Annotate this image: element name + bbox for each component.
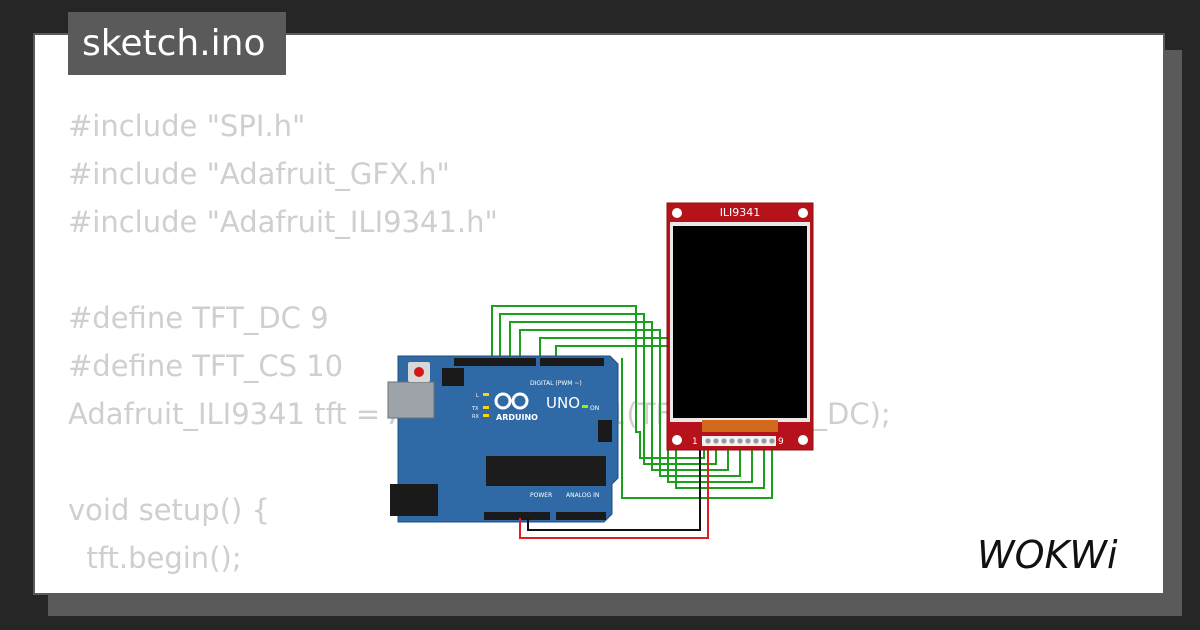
mount-hole bbox=[672, 208, 682, 218]
usb-port bbox=[387, 381, 435, 419]
pin-first-label: 1 bbox=[692, 437, 698, 447]
analog-label: ANALOG IN bbox=[566, 492, 599, 499]
power-wire bbox=[519, 446, 709, 539]
code-line: tft.begin(); bbox=[68, 541, 242, 575]
code-line: #include "SPI.h" bbox=[68, 109, 306, 143]
ili9341-display[interactable]: ILI9341 1 9 bbox=[666, 202, 814, 451]
power-label: POWER bbox=[530, 492, 552, 499]
code-line: #define TFT_DC 9 bbox=[68, 301, 329, 335]
tx-label: TX bbox=[471, 406, 479, 412]
digital-header-low bbox=[540, 358, 604, 366]
code-line: void setup() { bbox=[68, 493, 270, 527]
code-block: #include "SPI.h" #include "Adafruit_GFX.… bbox=[68, 102, 891, 582]
mount-hole bbox=[672, 435, 682, 445]
mount-hole bbox=[798, 208, 808, 218]
l-label: L bbox=[476, 393, 479, 399]
pin-last-label: 9 bbox=[778, 437, 784, 447]
display-flex-cable bbox=[702, 420, 778, 432]
code-line: #define TFT_CS 10 bbox=[68, 349, 344, 383]
atmega-chip bbox=[486, 456, 606, 486]
file-tab[interactable]: sketch.ino bbox=[68, 12, 286, 75]
code-line: #include "Adafruit_ILI9341.h" bbox=[68, 205, 498, 239]
digital-label: DIGITAL (PWM ~) bbox=[530, 380, 582, 387]
icsp2-header bbox=[598, 420, 612, 442]
wokwi-logo: WOKWi bbox=[977, 533, 1118, 577]
arduino-model: UNO bbox=[546, 394, 580, 412]
analog-header bbox=[556, 512, 606, 520]
mount-hole bbox=[798, 435, 808, 445]
power-jack bbox=[390, 484, 438, 516]
arduino-infinity-logo bbox=[494, 392, 529, 410]
rx-label: RX bbox=[472, 414, 479, 420]
tx-led bbox=[483, 406, 489, 409]
code-line: #include "Adafruit_GFX.h" bbox=[68, 157, 450, 191]
on-led bbox=[582, 405, 588, 408]
ground-wire bbox=[527, 446, 701, 531]
arduino-brand: ARDUINO bbox=[496, 413, 538, 422]
digital-header-high bbox=[454, 358, 536, 366]
rx-led bbox=[483, 414, 489, 417]
wokwi-logo-text: WOKWi bbox=[977, 533, 1118, 577]
arduino-uno[interactable]: ARDUINO UNO DIGITAL (PWM ~) POWER ANALOG… bbox=[387, 355, 619, 523]
power-header bbox=[484, 512, 550, 520]
icsp-header bbox=[442, 368, 464, 386]
on-label: ON bbox=[590, 405, 599, 412]
display-screen bbox=[673, 226, 807, 418]
display-pins bbox=[705, 438, 775, 444]
l-led bbox=[483, 393, 489, 396]
display-title: ILI9341 bbox=[720, 206, 761, 219]
reset-button-cap[interactable] bbox=[414, 367, 424, 377]
